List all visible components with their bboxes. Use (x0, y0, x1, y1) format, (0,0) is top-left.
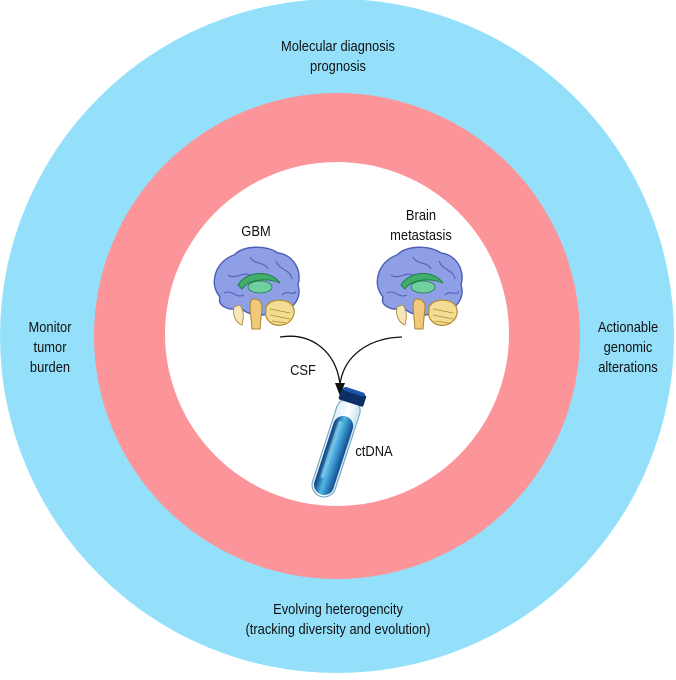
curved-arrow-icon (279, 335, 403, 385)
label-ctdna: ctDNA (355, 443, 393, 460)
test-tube-icon (311, 386, 367, 498)
label-actionable-genomic-alterations: Actionable genomic alterations (597, 319, 659, 376)
arrowhead-icon (335, 383, 345, 396)
label-molecular-diagnosis: Molecular diagnosis prognosis (280, 38, 396, 75)
label-evolving-heterogencity: Evolving heterogencity (tracking diversi… (245, 601, 431, 638)
label-monitor-tumor-burden: Monitor tumor burden (28, 319, 72, 376)
label-brain-metastasis: Brain metastasis (390, 207, 452, 244)
label-gbm: GBM (241, 223, 271, 240)
label-csf: CSF (290, 362, 316, 379)
